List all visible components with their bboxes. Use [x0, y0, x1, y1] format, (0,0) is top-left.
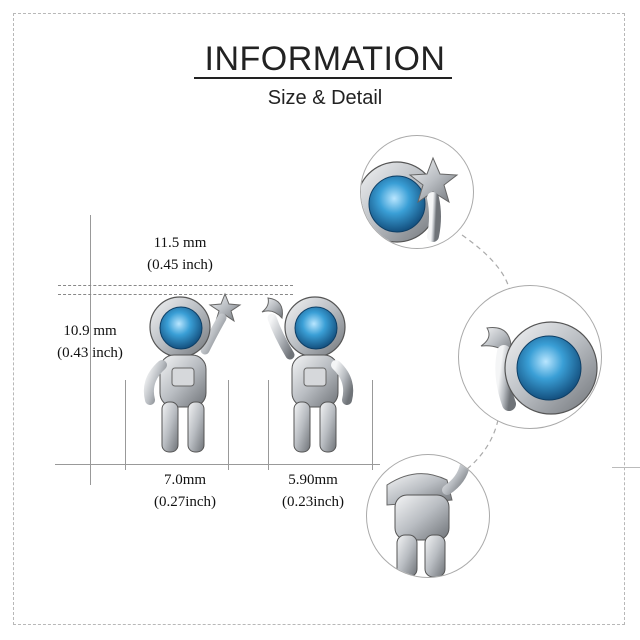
detail-body-closeup: [366, 454, 490, 578]
height-mm: 10.9 mm: [63, 323, 117, 339]
right-edge-mark: [612, 467, 640, 468]
width-label: 11.5 mm (0.45 inch): [120, 232, 240, 276]
guide-baseline: [55, 464, 380, 465]
guide-left-earring-left: [125, 380, 126, 470]
detail-body-image: [386, 460, 470, 577]
guide-vertical-left: [90, 215, 91, 485]
page-subtitle: Size & Detail: [267, 87, 383, 109]
page-title: INFORMATION: [204, 40, 446, 78]
guide-left-earring-right: [228, 380, 229, 470]
page-frame: [13, 13, 625, 625]
guide-top-dashed-1: [58, 285, 293, 286]
bottom-right-inch: (0.23inch): [281, 494, 345, 510]
detail-star-image: [361, 156, 459, 243]
bottom-right-mm: 5.90mm: [288, 472, 338, 488]
height-label: 10.9 mm (0.43 inch): [40, 320, 140, 364]
bottom-left-mm: 7.0mm: [163, 472, 207, 488]
width-mm: 11.5 mm: [153, 235, 207, 251]
guide-right-earring-right: [372, 380, 373, 470]
height-inch: (0.43 inch): [57, 345, 123, 361]
width-inch: (0.45 inch): [147, 257, 213, 273]
detail-star-closeup: [360, 135, 474, 249]
bottom-left-inch: (0.27inch): [153, 494, 217, 510]
detail-moon-closeup: [458, 285, 602, 429]
bottom-right-label: 5.90mm (0.23inch): [253, 469, 373, 513]
detail-moon-image: [480, 321, 598, 415]
bottom-left-label: 7.0mm (0.27inch): [125, 469, 245, 513]
guide-right-earring-left: [268, 380, 269, 470]
guide-top-dashed-2: [58, 294, 293, 295]
title-underline: [194, 77, 452, 79]
